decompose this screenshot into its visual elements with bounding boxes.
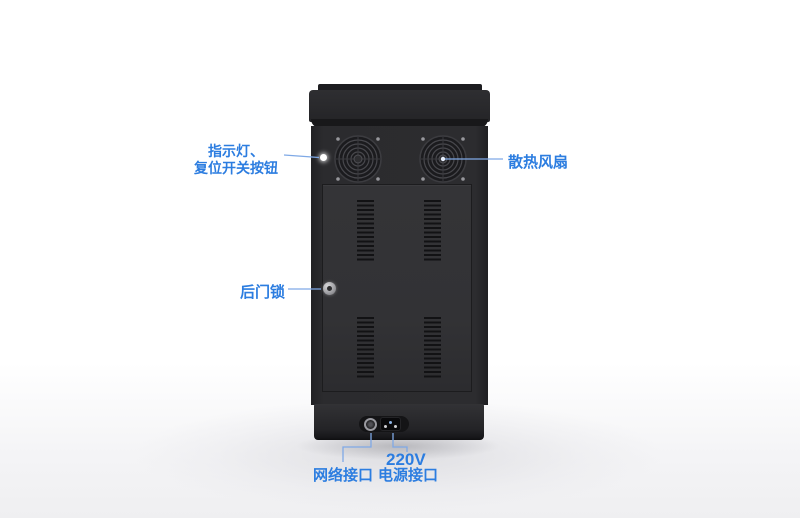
indicator-callout-line1: 指示灯、	[208, 143, 264, 159]
rear-door-panel	[322, 184, 472, 392]
device-top-cap	[309, 90, 490, 122]
power-socket	[380, 417, 401, 431]
socket-pin	[394, 425, 397, 428]
rear-door-lock-callout: 后门锁	[240, 284, 286, 301]
indicator-callout: 指示灯、 复位开关按钮	[188, 143, 284, 177]
device-top-trim	[318, 84, 482, 92]
rear-door-lock	[323, 282, 336, 295]
power-port-callout: 电源接口	[378, 467, 439, 484]
socket-pin	[389, 421, 392, 424]
vent-grille	[357, 317, 374, 378]
vent-grille	[424, 200, 441, 261]
network-port-callout: 网络接口	[313, 467, 374, 484]
power-voltage-callout: 220V	[386, 450, 426, 469]
vent-grille	[424, 317, 441, 378]
network-port-connector	[364, 418, 377, 431]
device-cap-shadow	[311, 119, 488, 128]
vent-grille	[357, 200, 374, 261]
cooling-fan-right-icon	[419, 135, 467, 183]
indicator-callout-line2: 复位开关按钮	[194, 160, 278, 176]
socket-pin	[384, 425, 387, 428]
indicator-light-dot	[320, 154, 327, 161]
cooling-fan-callout: 散热风扇	[508, 154, 569, 171]
cooling-fan-left-icon	[334, 135, 382, 183]
keyhole-icon	[327, 286, 332, 291]
